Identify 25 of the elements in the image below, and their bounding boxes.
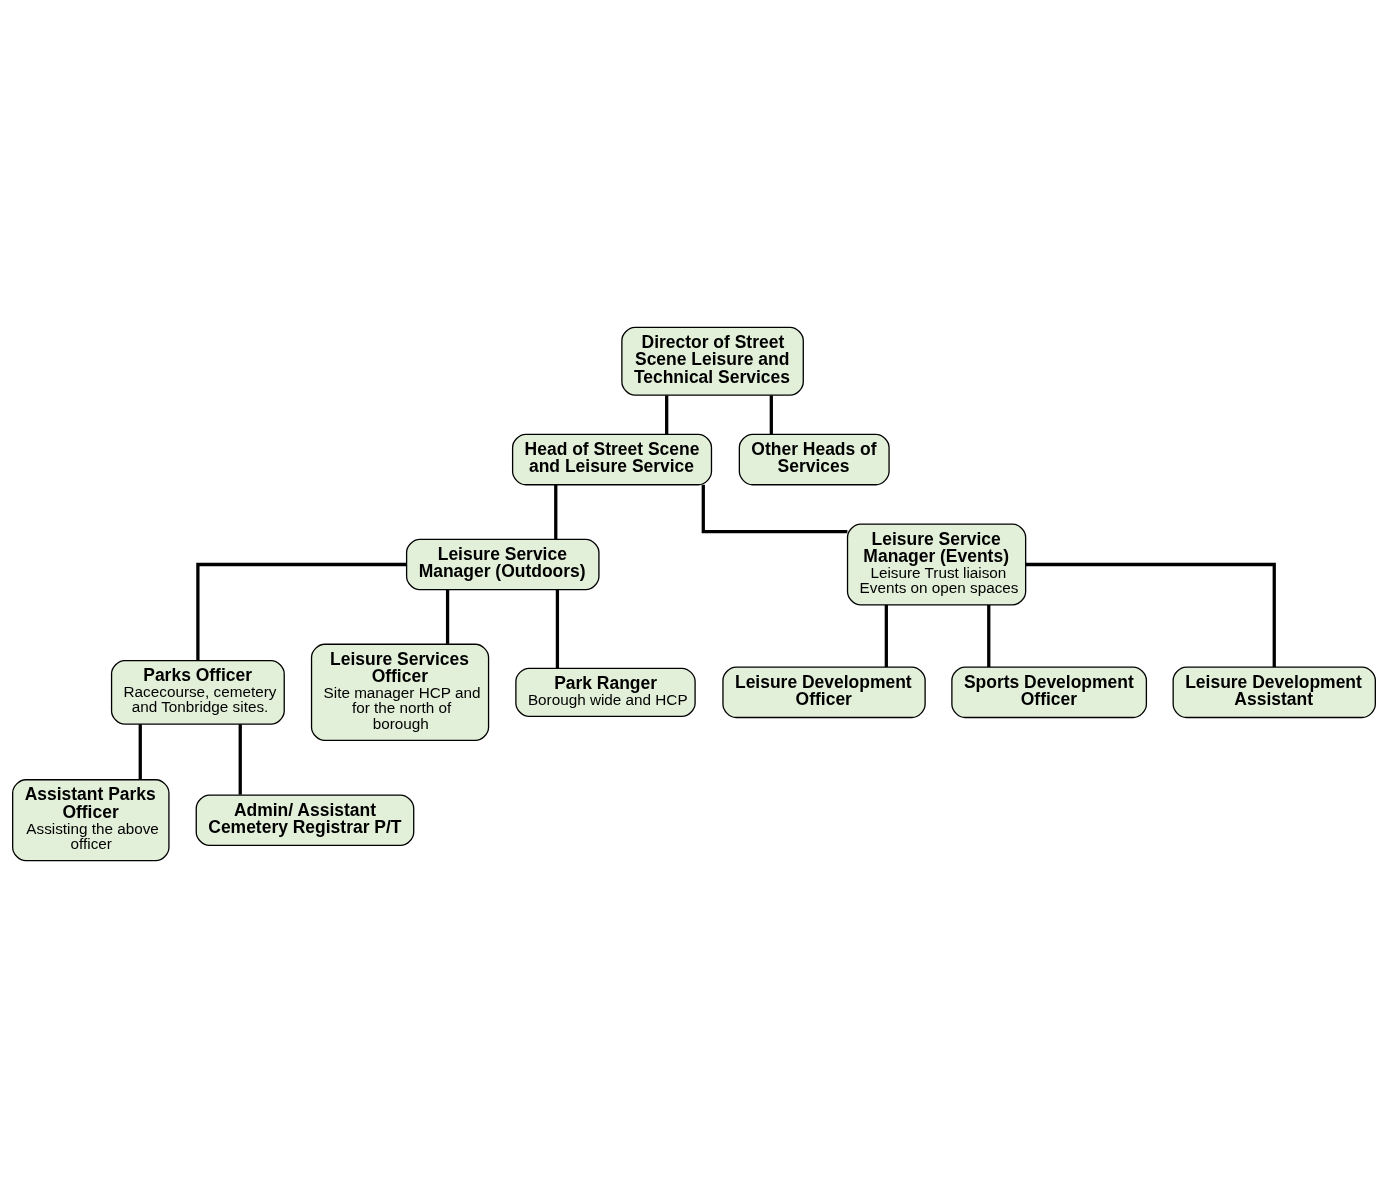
connector <box>769 395 773 435</box>
connector <box>445 589 450 644</box>
node-box: Park Ranger Borough wide and HCP <box>515 667 696 718</box>
connector <box>665 395 669 435</box>
connector <box>554 485 558 540</box>
connector <box>884 604 888 667</box>
node-box: Assistant Parks Officer Assisting the above officer <box>12 779 170 862</box>
node-box: Sports Development Officer <box>951 666 1148 719</box>
node-box: Leisure Service Manager (Outdoors) <box>405 538 600 591</box>
connector <box>1025 562 1276 668</box>
node-box: Director of Street Scene Leisure and Technical Services <box>621 326 804 396</box>
node-box: Leisure Services Officer Site manager HCP and for the north of borough <box>310 643 490 742</box>
node-box: Leisure Service Manager (Events) Leisure Trust liaison Events on open spaces <box>846 523 1027 606</box>
connector <box>138 724 142 780</box>
connector <box>555 589 560 668</box>
connector <box>238 724 242 795</box>
node-box: Head of Street Scene and Leisure Service <box>511 433 713 486</box>
connector <box>701 484 848 534</box>
node-box: Other Heads of Services <box>738 433 890 486</box>
node-box: Leisure Development Officer <box>722 666 926 719</box>
connector <box>987 604 991 667</box>
node-box: Parks Officer Racecourse, cemetery and Tonbridge sites. <box>110 660 285 725</box>
connector <box>196 562 407 661</box>
node-box: Leisure Development Assistant <box>1172 666 1376 719</box>
node-box: Admin/ Assistant Cemetery Registrar P/T <box>195 794 415 846</box>
